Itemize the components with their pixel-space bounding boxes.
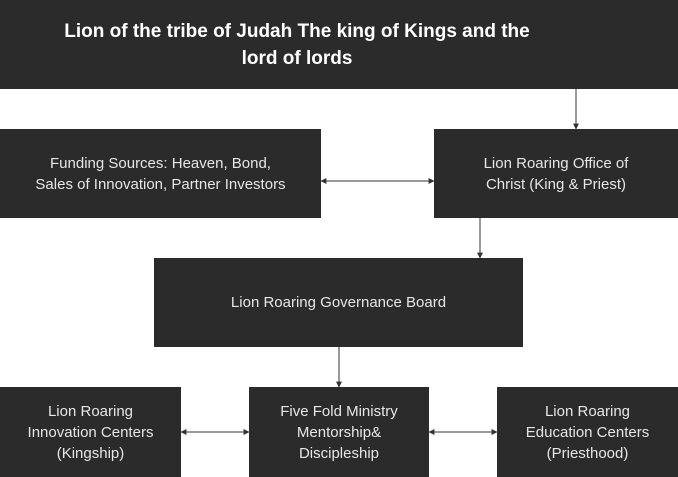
funding-sources-box: Funding Sources: Heaven, Bond, Sales of … [0, 129, 321, 218]
office-of-christ-box: Lion Roaring Office of Christ (King & Pr… [434, 129, 678, 218]
title-box: Lion of the tribe of Judah The king of K… [0, 0, 678, 89]
five-fold-ministry-box: Five Fold Ministry Mentorship& Disciples… [249, 387, 429, 477]
education-centers-box: Lion Roaring Education Centers (Priestho… [497, 387, 678, 477]
innovation-centers-box: Lion Roaring Innovation Centers (Kingshi… [0, 387, 181, 477]
title-text: Lion of the tribe of Judah The king of K… [64, 20, 530, 69]
governance-board-box: Lion Roaring Governance Board [154, 258, 523, 347]
